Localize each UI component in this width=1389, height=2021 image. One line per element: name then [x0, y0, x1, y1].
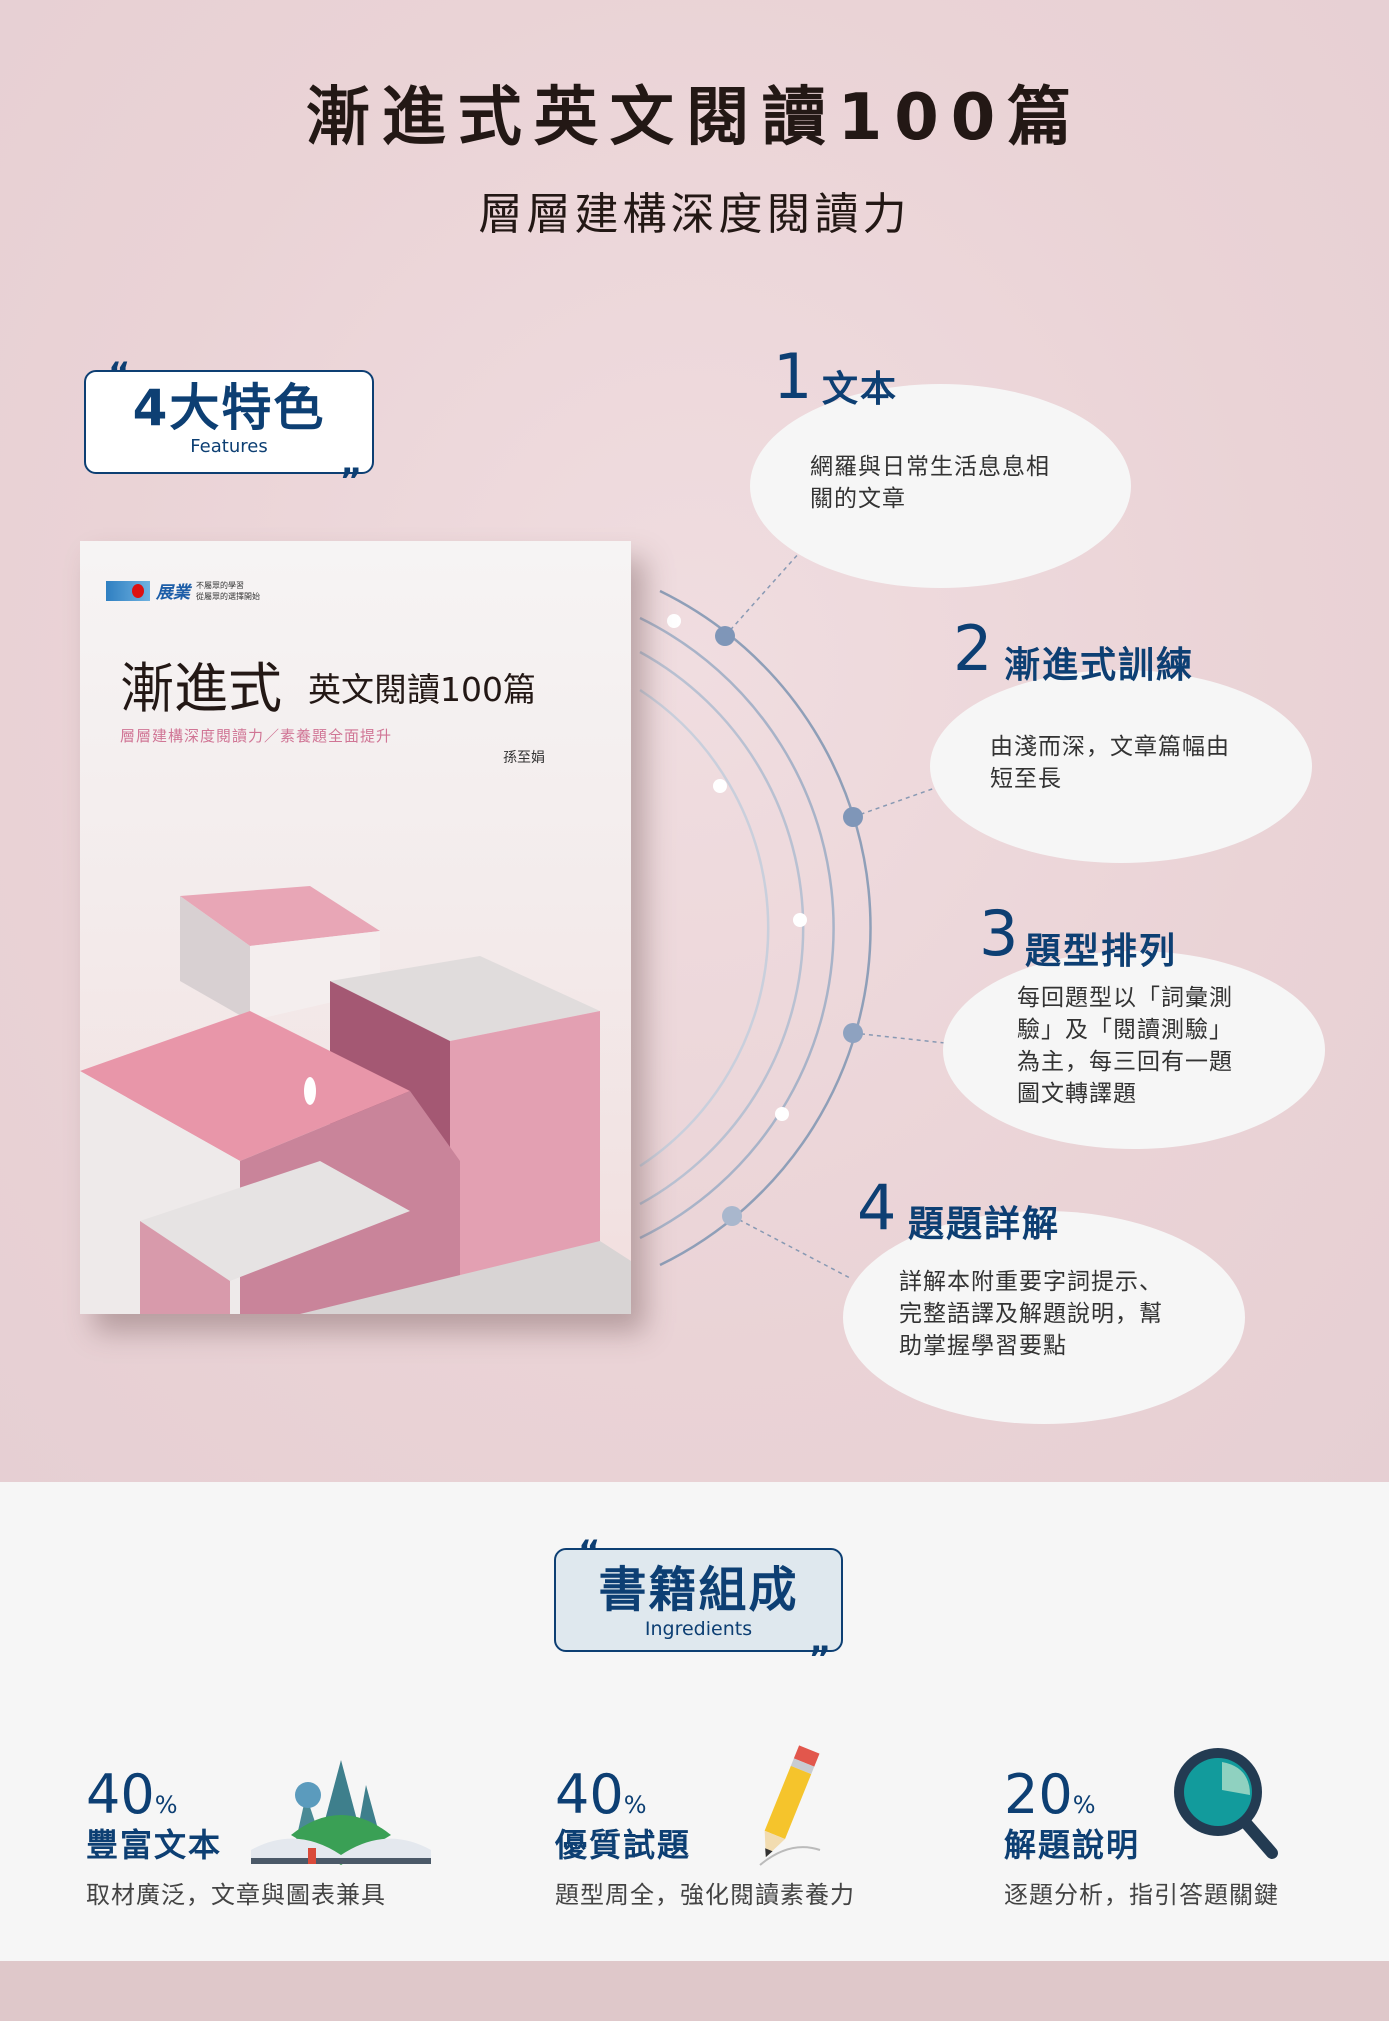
feature-bubble-4 — [843, 1211, 1245, 1424]
ingredients-badge-title: 書籍組成 — [598, 1562, 799, 1618]
slogan-line: 不屬眾的學習 — [196, 580, 244, 590]
book-title-main: 漸進式 — [120, 657, 282, 720]
feature-number: 3 — [979, 897, 1019, 970]
feature-bubble-2 — [930, 670, 1312, 863]
book-subtitle: 層層建構深度閱讀力／素養題全面提升 — [120, 727, 393, 745]
open-quote-icon: “ — [108, 355, 131, 395]
white-dot — [713, 779, 727, 793]
ingredient-percent: 20% — [1004, 1763, 1096, 1826]
dot-4 — [722, 1206, 742, 1226]
feature-text: 網羅與日常生活息息相關的文章 — [810, 454, 1050, 512]
book-cover: 展業 不屬眾的學習 從屬眾的選擇開始 漸進式 英文閱讀100篇 層層建構深度閱讀… — [80, 541, 631, 1314]
feature-title: 文本 — [822, 369, 899, 410]
open-book-icon — [251, 1760, 431, 1865]
close-quote-icon: ” — [808, 1639, 831, 1679]
open-quote-icon: “ — [578, 1533, 601, 1573]
magnifier-chart-icon — [1174, 1748, 1278, 1859]
ingredient-desc: 取材廣泛，文章與圖表兼具 — [86, 1881, 386, 1909]
ingredients-badge-subtitle: Ingredients — [644, 1618, 753, 1640]
dot-1 — [715, 626, 735, 646]
feature-number: 2 — [953, 612, 993, 685]
ingredient-desc: 題型周全，強化閱讀素養力 — [555, 1881, 855, 1909]
ingredient-label: 解題說明 — [1004, 1826, 1141, 1864]
book-title-rest: 英文閱讀100篇 — [308, 670, 536, 709]
feature-title: 漸進式訓練 — [1004, 645, 1195, 686]
feature-bubble-1 — [750, 384, 1131, 588]
publisher-logo: 展業 不屬眾的學習 從屬眾的選擇開始 — [106, 578, 260, 603]
ingredients-badge: “ 書籍組成 Ingredients ” — [554, 1536, 843, 1676]
feature-title: 題題詳解 — [908, 1204, 1061, 1245]
white-dot — [775, 1107, 789, 1121]
ingredient-label: 優質試題 — [555, 1826, 692, 1864]
white-dot — [667, 614, 681, 628]
vision-logo-icon — [106, 580, 150, 601]
feature-text: 每回題型以「詞彙測驗」及「閱讀測驗」為主，每三回有一題圖文轉譯題 — [1017, 985, 1233, 1107]
feature-number: 4 — [857, 1171, 897, 1244]
feature-text: 詳解本附重要字詞提示、完整語譯及解題說明，幫助掌握學習要點 — [899, 1269, 1163, 1359]
arc-2 — [639, 616, 835, 1240]
arc-4 — [639, 688, 770, 1168]
ingredient-label: 豐富文本 — [86, 1826, 223, 1864]
ingredient-percent: 40% — [86, 1763, 178, 1826]
footer-band — [0, 1961, 1389, 2021]
white-dot — [793, 913, 807, 927]
features-badge-subtitle: Features — [190, 436, 268, 457]
feature-bubble-3 — [943, 951, 1325, 1149]
ingredient-percent: 40% — [555, 1763, 647, 1826]
arc-decoration — [639, 551, 946, 1279]
dot-2 — [843, 807, 863, 827]
features-badge-title: 4大特色 — [132, 379, 326, 437]
feature-text: 由淺而深，文章篇幅由短至長 — [990, 734, 1230, 792]
page-subtitle: 層層建構深度閱讀力 — [478, 189, 911, 240]
book-author: 孫至娟 — [503, 750, 545, 766]
arc-outer — [659, 589, 872, 1267]
dot-3 — [843, 1023, 863, 1043]
feature-number: 1 — [773, 340, 813, 413]
features-badge: “ 4大特色 Features ” — [84, 358, 374, 498]
arc-3 — [639, 650, 805, 1206]
publisher-name: 展業 — [156, 583, 190, 603]
slogan-line: 從屬眾的選擇開始 — [196, 591, 260, 601]
close-quote-icon: ” — [339, 461, 362, 501]
ingredient-desc: 逐題分析，指引答題關鍵 — [1004, 1881, 1279, 1909]
publisher-slogan: 不屬眾的學習 從屬眾的選擇開始 — [196, 580, 260, 602]
pencil-icon — [759, 1745, 821, 1866]
book-stack-illustration — [80, 886, 631, 1314]
page-title: 漸進式英文閱讀100篇 — [305, 81, 1084, 155]
feature-title: 題型排列 — [1025, 931, 1178, 972]
